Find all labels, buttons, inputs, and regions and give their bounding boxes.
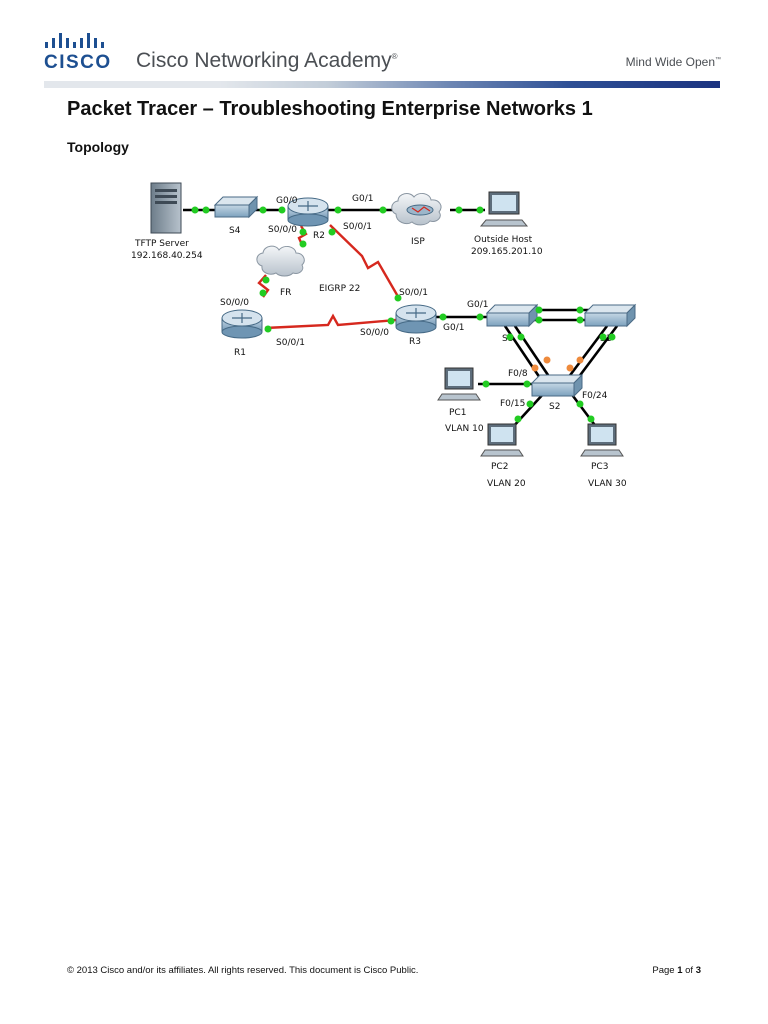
pc3-vlan: VLAN 30 [588,479,627,489]
tftp-server-label: TFTP Server [134,239,189,249]
r3-s001-label: S0/0/1 [399,288,428,298]
outside-host-label: Outside Host [474,235,533,245]
router-r1-icon[interactable] [221,309,263,339]
isp-cloud-icon[interactable] [391,192,442,226]
fr-label: FR [280,288,291,298]
pc2-label: PC2 [491,462,508,472]
registered-mark: ® [391,52,398,61]
academy-name-text: Cisco Networking Academy [136,49,392,72]
router-r2-icon[interactable] [287,197,329,227]
tagline-text: Mind Wide Open [625,55,715,69]
r2-g01-label: G0/1 [352,194,373,204]
cisco-logo-bars-icon [45,33,104,48]
switch-s2-icon[interactable] [530,373,584,398]
of-word: of [685,965,694,976]
eigrp-label: EIGRP 22 [319,284,360,294]
link-up-indicators [191,206,616,423]
switch-s4-label: S4 [229,226,241,236]
pc1-vlan: VLAN 10 [445,424,484,434]
switch-s4-icon[interactable] [213,195,259,219]
switch-s2-label: S2 [549,402,560,412]
router-r3-icon[interactable] [395,304,437,334]
link-blocked-indicators [531,356,584,372]
tftp-server-ip: 192.168.40.254 [131,251,203,261]
footer-copyright: © 2013 Cisco and/or its affiliates. All … [67,965,419,976]
r2-s000-label: S0/0/0 [268,225,297,235]
r1-s000-label: S0/0/0 [220,298,249,308]
r2-s001-label: S0/0/1 [343,222,372,232]
router-r1-label: R1 [234,348,246,358]
pc3-icon[interactable] [580,423,624,457]
switch-s1-icon[interactable] [583,303,637,328]
outside-host-ip: 209.165.201.10 [471,247,543,257]
academy-name: Cisco Networking Academy® [136,49,398,73]
s2-f08-label: F0/8 [508,369,528,379]
page-word: Page [652,965,675,976]
s3-g01-label: G0/1 [467,300,488,310]
pc2-icon[interactable] [480,423,524,457]
header-rule [44,81,720,88]
r3-s000-label: S0/0/0 [360,328,389,338]
serial-links [257,224,402,330]
pc1-icon[interactable] [437,367,481,401]
r3-g01-label: G0/1 [443,323,464,333]
page-header: CISCO Cisco Networking Academy® Mind Wid… [0,0,768,92]
section-heading: Topology [67,139,129,155]
frame-relay-cloud-icon[interactable] [256,245,305,277]
outside-host-pc-icon[interactable] [479,191,529,227]
pc1-label: PC1 [449,408,466,418]
pc2-vlan: VLAN 20 [487,479,526,489]
s2-f015-label: F0/15 [500,399,525,409]
switch-s3-icon[interactable] [485,303,539,328]
page-current: 1 [677,965,683,976]
pc3-label: PC3 [591,462,608,472]
router-r2-label: R2 [313,231,325,241]
tagline: Mind Wide Open™ [626,55,721,69]
trademark-mark: ™ [715,57,721,63]
s2-f024-label: F0/24 [582,391,608,401]
router-r3-label: R3 [409,337,421,347]
cisco-logo-text: CISCO [44,52,112,73]
tftp-server-icon[interactable] [150,182,182,234]
isp-label: ISP [411,237,425,247]
page-total: 3 [695,965,701,976]
r1-s001-label: S0/0/1 [276,338,305,348]
topology-diagram: TFTP Server 192.168.40.254 S4 R2 ISP Out… [131,182,637,489]
r2-g00-label: G0/0 [276,196,298,206]
page-title: Packet Tracer – Troubleshooting Enterpri… [67,98,593,120]
footer-page-number: Page 1 of 3 [652,965,701,976]
